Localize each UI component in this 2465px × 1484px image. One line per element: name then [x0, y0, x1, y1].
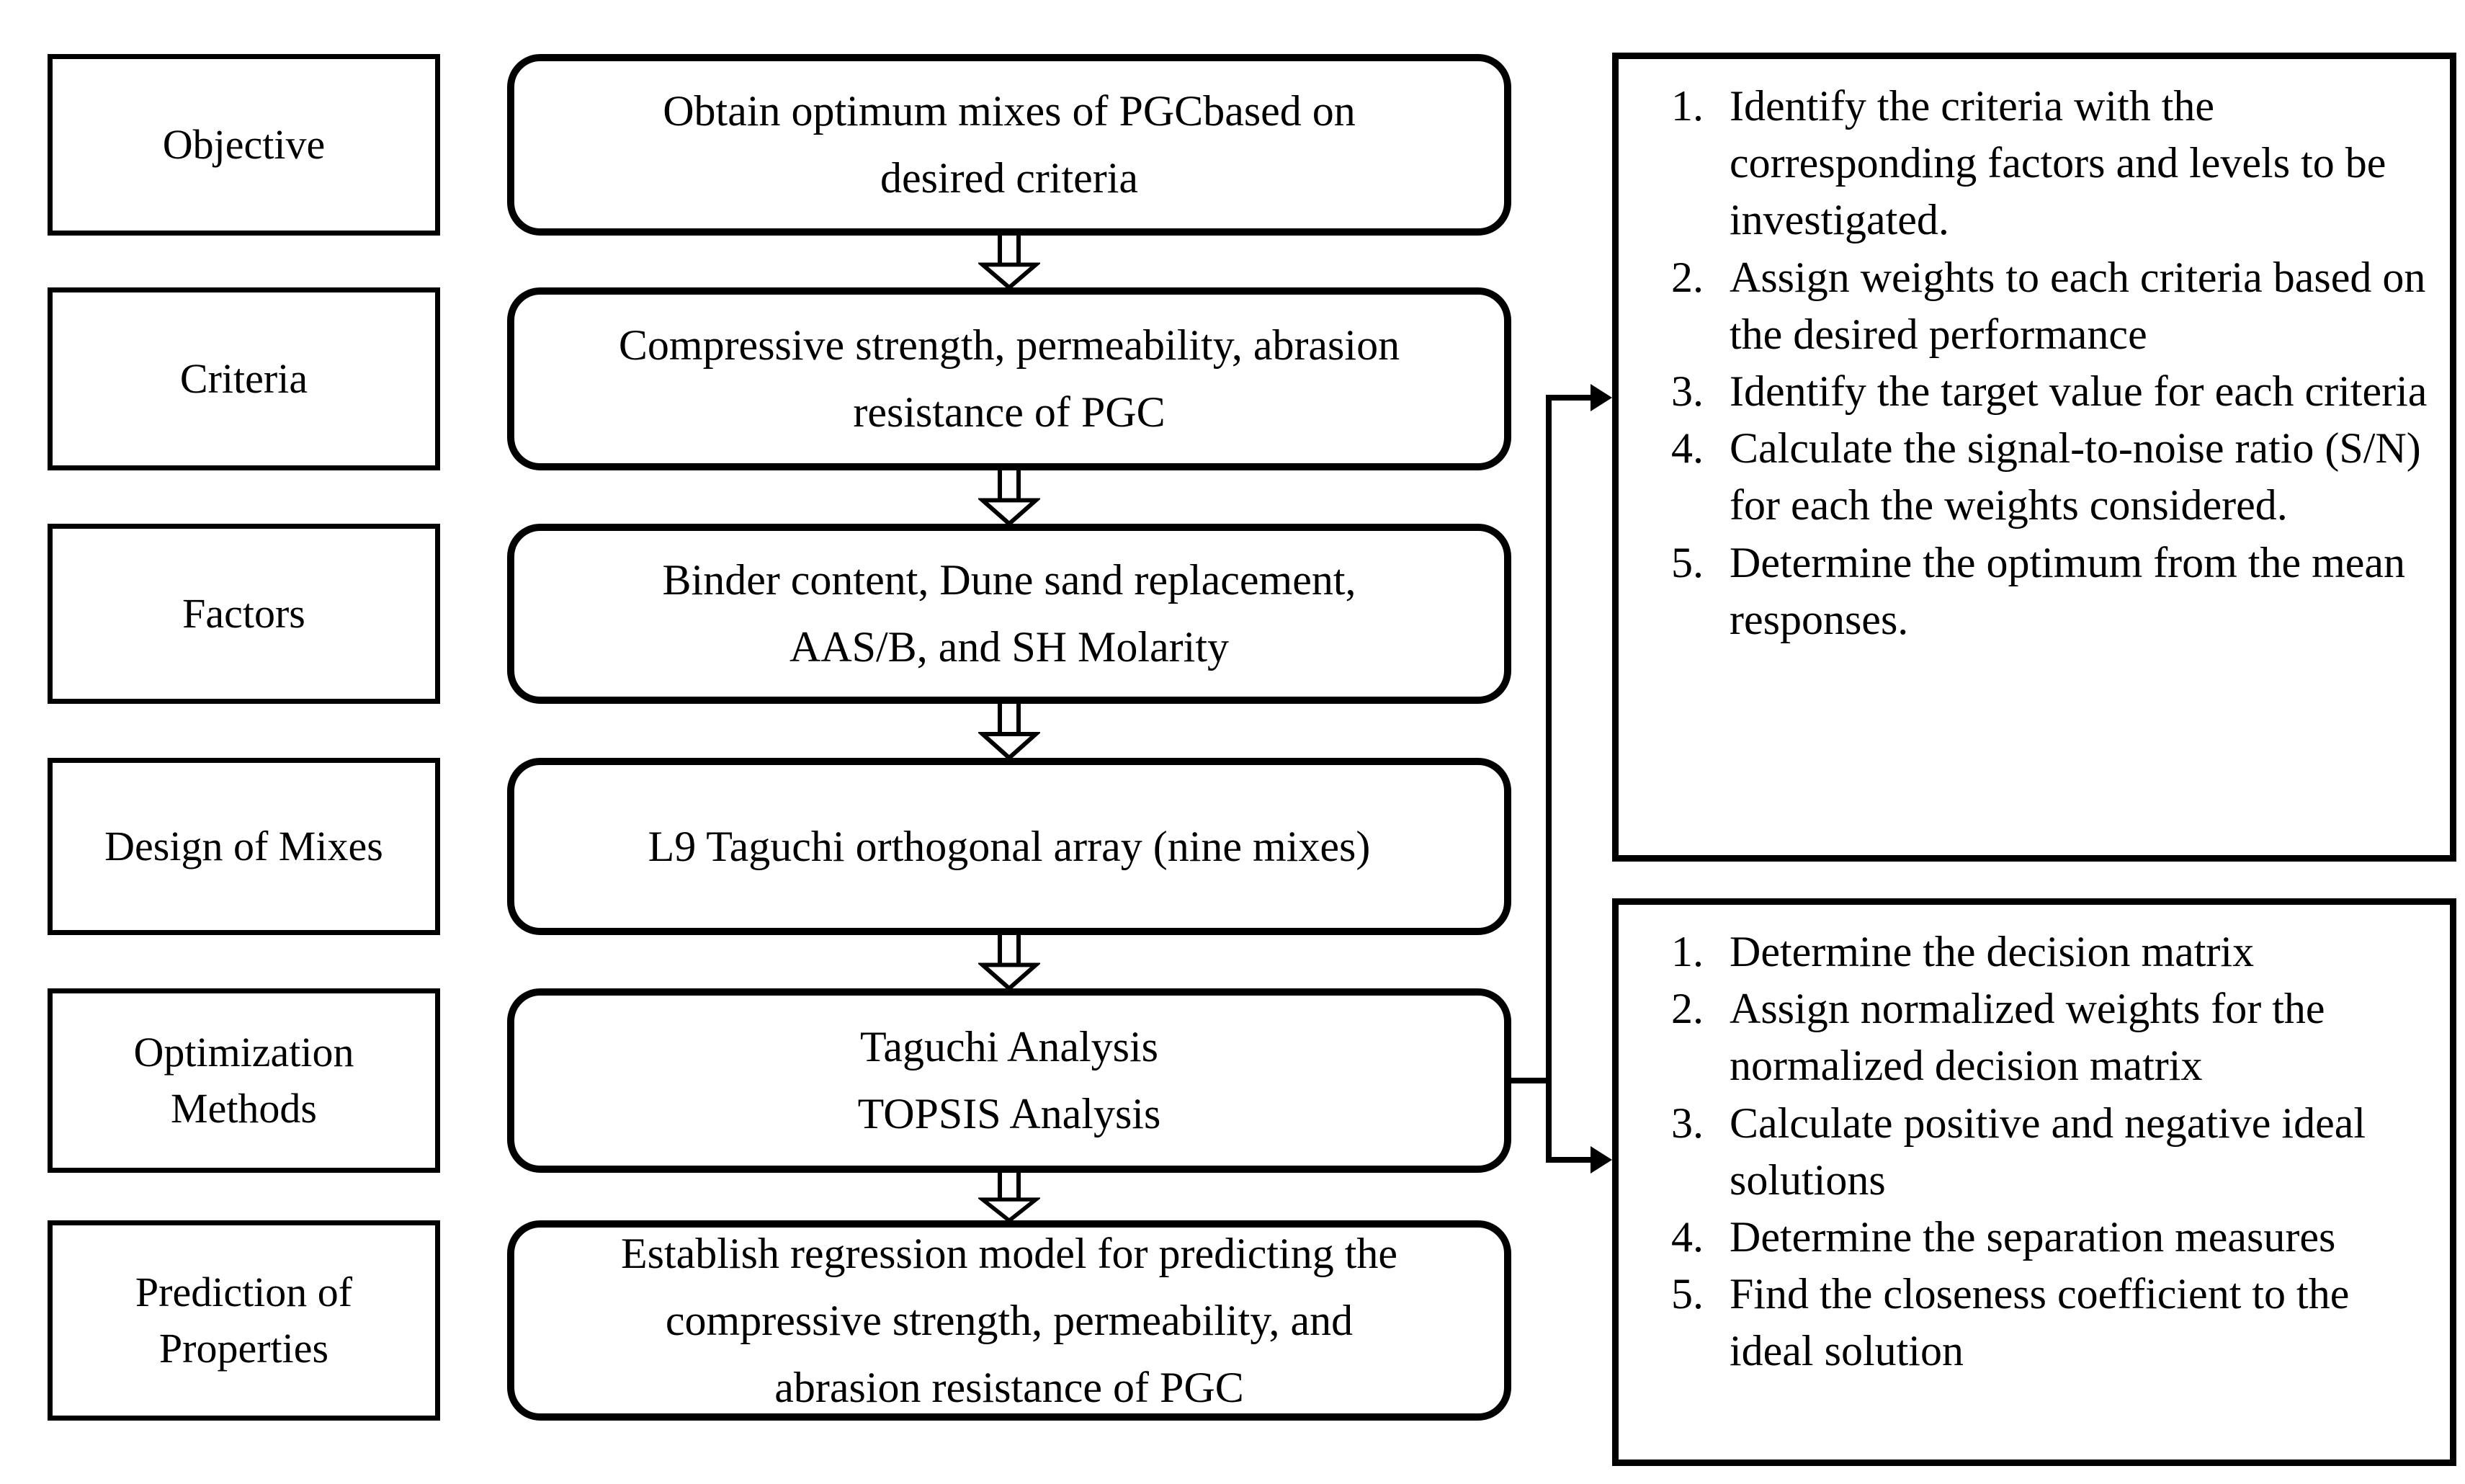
stage-label-optimization-methods: Optimization Methods [48, 988, 440, 1173]
step-item: Find the closeness coefficient to the id… [1725, 1266, 2435, 1380]
down-arrow-icon [978, 934, 1040, 991]
topsis-steps-list: Determine the decision matrixAssign norm… [1632, 924, 2435, 1380]
stage-label-objective: Objective [48, 54, 440, 236]
step-item: Identify the target value for each crite… [1725, 363, 2435, 420]
flow-box-design-of-mixes: L9 Taguchi orthogonal array (nine mixes) [507, 758, 1511, 935]
step-item: Assign weights to each criteria based on… [1725, 249, 2435, 363]
step-item: Determine the optimum from the mean resp… [1725, 535, 2435, 648]
stage-label-factors: Factors [48, 524, 440, 704]
arrowhead-right-icon [1591, 1146, 1612, 1174]
taguchi-steps-list: Identify the criteria with the correspon… [1632, 78, 2435, 648]
stage-label-design-of-mixes: Design of Mixes [48, 758, 440, 935]
down-arrow-icon [978, 702, 1040, 760]
flow-box-optimization-methods: Taguchi Analysis TOPSIS Analysis [507, 988, 1511, 1173]
down-arrow-icon [978, 1171, 1040, 1222]
stage-label-criteria: Criteria [48, 287, 440, 470]
step-item: Calculate positive and negative ideal so… [1725, 1095, 2435, 1209]
flow-box-factors: Binder content, Dune sand replacement, A… [507, 524, 1511, 704]
flow-box-objective: Obtain optimum mixes of PGCbased on desi… [507, 54, 1511, 236]
step-item: Calculate the signal-to-noise ratio (S/N… [1725, 420, 2435, 534]
branch-connector [1508, 384, 1612, 1174]
step-item: Assign normalized weights for the normal… [1725, 980, 2435, 1094]
down-arrow-icon [978, 234, 1040, 290]
flow-box-prediction-of-properties: Establish regression model for predictin… [507, 1220, 1511, 1421]
step-item: Determine the decision matrix [1725, 924, 2435, 980]
arrowhead-right-icon [1591, 384, 1612, 411]
stage-label-prediction-of-properties: Prediction of Properties [48, 1220, 440, 1421]
step-item: Determine the separation measures [1725, 1209, 2435, 1266]
taguchi-steps-box: Identify the criteria with the correspon… [1612, 53, 2456, 862]
topsis-steps-box: Determine the decision matrixAssign norm… [1612, 898, 2456, 1466]
down-arrow-icon [978, 469, 1040, 526]
flow-box-criteria: Compressive strength, permeability, abra… [507, 287, 1511, 470]
step-item: Identify the criteria with the correspon… [1725, 78, 2435, 249]
